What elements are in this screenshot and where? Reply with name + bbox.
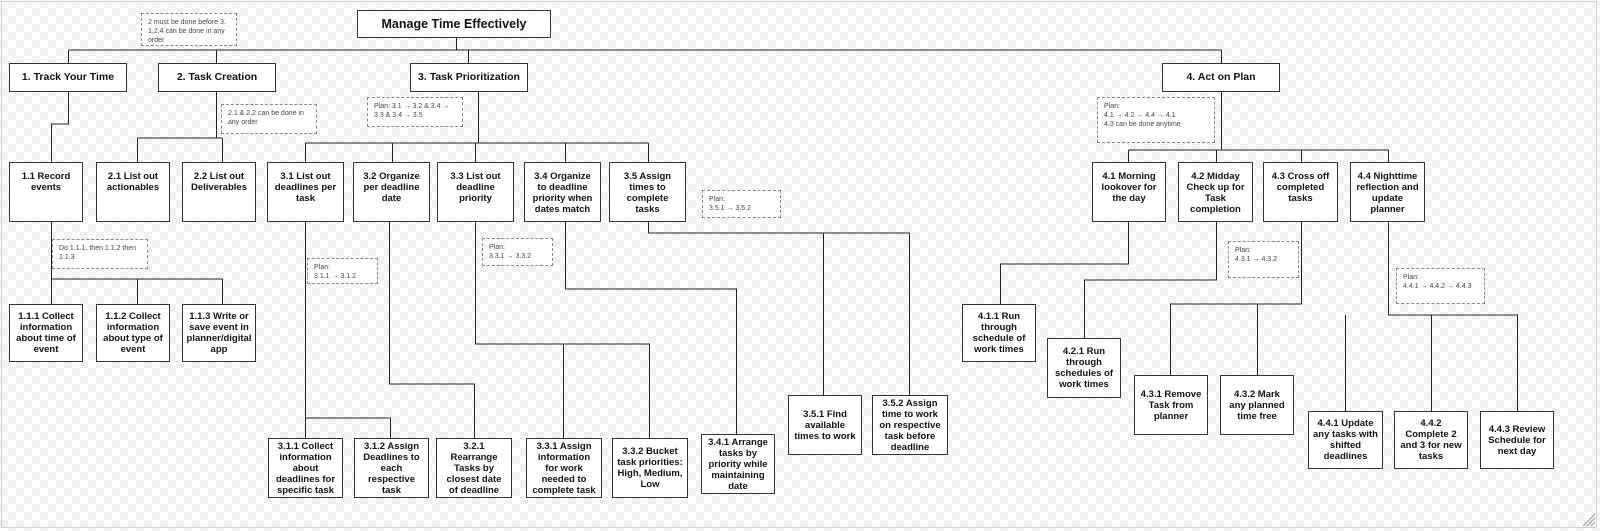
node-1-1-1: 1.1.1 Collect information about time of … [9,304,83,362]
note-root-plan: 2 must be done before 3. 1,2,4 can be do… [141,13,237,46]
connector-n3-4 [565,222,737,434]
node-3: 3. Task Prioritization [410,63,528,92]
node-3-2: 3.2 Organize per deadline date [353,162,430,222]
connector-n3-5 [648,222,910,395]
connector-n2 [137,92,223,162]
node-2-2: 2.2 List out Deliverables [182,162,256,222]
note-prioritization-plan: Plan: 3.1 → 3.2 & 3.4 → 3.3 & 3.4 → 3.5 [367,97,463,127]
connector-n3-3 [475,222,650,438]
node-4-1: 4.1 Morning lookover for the day [1092,162,1166,222]
node-3-3: 3.3 List out deadline priority [437,162,514,222]
node-3-4-1: 3.4.1 Arrange tasks by priority while ma… [701,434,775,494]
node-3-1: 3.1 List out deadlines per task [267,162,344,222]
note-task-creation-plan: 2.1 & 2.2 can be done in any order [221,104,317,134]
node-1-1-2: 1.1.2 Collect information about type of … [96,304,170,362]
node-3-5-1: 3.5.1 Find available times to work [788,395,862,455]
connector-n4-2 [1084,222,1217,338]
resize-grip-icon[interactable] [1582,513,1596,527]
note-plan-4-3: Plan: 4.3.1 → 4.3.2 [1228,241,1299,278]
node-4-4-1: 4.4.1 Update any tasks with shifted dead… [1308,411,1383,469]
connector-n4-1 [1000,222,1129,304]
connector-n4 [1128,92,1389,162]
node-3-3-1: 3.3.1 Assign information for work needed… [526,438,602,498]
note-plan-3-5: Plan: 3.5.1 → 3.5.2 [702,190,781,218]
note-record-plan: Do 1.1.1, then 1.1.2 then 1.1.3 [52,239,148,269]
node-1-1: 1.1 Record events [9,162,83,222]
connector-n1-1 [51,222,223,304]
node-4: 4. Act on Plan [1162,63,1280,92]
node-4-2-1: 4.2.1 Run through schedules of work time… [1047,338,1121,398]
node-3-1-1: 3.1.1 Collect information about deadline… [268,438,343,498]
note-plan-3-3: Plan: 3.3.1 → 3.3.2 [482,238,553,266]
node-4-4-3: 4.4.3 Review Schedule for next day [1480,411,1554,469]
connector-n4-3 [1170,222,1302,375]
node-3-3-2: 3.3.2 Bucket task priorities: High, Medi… [612,438,688,498]
connector-n1 [51,92,69,162]
node-4-3: 4.3 Cross off completed tasks [1263,162,1338,222]
connector-root [68,38,1222,63]
connector-n3-2 [389,222,475,438]
note-act-plan: Plan: 4.1 → 4.2 → 4.4 → 4.1 4.3 can be d… [1097,97,1215,143]
node-3-4: 3.4 Organize to deadline priority when d… [524,162,601,222]
node-2: 2. Task Creation [158,63,276,92]
node-3-1-2: 3.1.2 Assign Deadlines to each respectiv… [354,438,429,498]
connector-n4-4 [1345,222,1518,411]
note-plan-3-1: Plan: 3.1.1 → 3.1.2 [307,258,378,284]
node-1-1-3: 1.1.3 Write or save event in planner/dig… [182,304,256,362]
node-4-3-2: 4.3.2 Mark any planned time free [1220,375,1294,435]
connector-n3-1 [305,222,391,438]
node-3-2-1: 3.2.1 Rearrange Tasks by closest date of… [436,438,512,498]
node-3-5: 3.5 Assign times to complete tasks [609,162,686,222]
note-plan-4-4: Plan: 4.4.1 → 4.4.2 → 4.4.3 [1396,268,1485,304]
node-4-2: 4.2 Midday Check up for Task completion [1178,162,1253,222]
node-3-5-2: 3.5.2 Assign time to work on respective … [872,395,948,455]
node-root: Manage Time Effectively [357,10,551,38]
node-2-1: 2.1 List out actionables [96,162,170,222]
node-4-4: 4.4 Nighttime reflection and update plan… [1350,162,1425,222]
node-4-3-1: 4.3.1 Remove Task from planner [1134,375,1208,435]
node-4-1-1: 4.1.1 Run through schedule of work times [962,304,1036,362]
connector-n3 [305,92,649,162]
node-1: 1. Track Your Time [9,63,127,92]
node-4-4-2: 4.4.2 Complete 2 and 3 for new tasks [1394,411,1468,469]
